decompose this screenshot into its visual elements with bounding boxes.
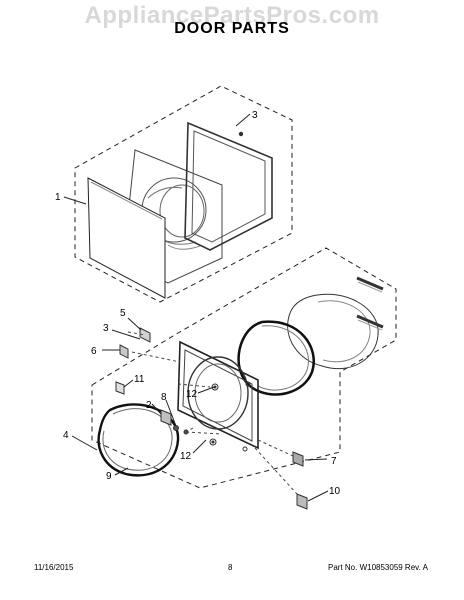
callout-5: 5 bbox=[120, 308, 126, 319]
footer-date: 11/16/2015 bbox=[34, 563, 74, 572]
rear-door-frame bbox=[184, 121, 273, 251]
strike-7 bbox=[292, 451, 304, 467]
callout-8: 8 bbox=[161, 392, 167, 403]
bracket-10 bbox=[296, 493, 308, 510]
inner-door-frame bbox=[177, 340, 259, 452]
callout-9: 9 bbox=[106, 471, 112, 482]
callout-12-lower: 12 bbox=[180, 451, 192, 462]
callout-1: 1 bbox=[55, 192, 61, 203]
callout-12-upper: 12 bbox=[186, 389, 198, 400]
footer-page-number: 8 bbox=[228, 563, 233, 572]
callout-7: 7 bbox=[331, 456, 337, 467]
hinge-clip-6 bbox=[119, 344, 129, 359]
hardware-guide-lines bbox=[127, 331, 298, 495]
watermark: AppliancePartsPros.com bbox=[84, 2, 380, 29]
leader-lines bbox=[63, 113, 329, 502]
bumper-11 bbox=[115, 381, 125, 395]
callout-11: 11 bbox=[134, 374, 145, 385]
screw-8 bbox=[173, 425, 179, 431]
right-slots bbox=[356, 276, 384, 331]
callout-6: 6 bbox=[91, 346, 97, 357]
outer-door-panel bbox=[87, 177, 166, 299]
callout-10: 10 bbox=[329, 486, 341, 497]
callout-2: 2 bbox=[146, 400, 152, 411]
callout-3-lower: 3 bbox=[103, 323, 109, 334]
upper-assembly-outline bbox=[74, 85, 293, 303]
glass-gasket bbox=[237, 320, 315, 396]
page-title: DOOR PARTS bbox=[174, 20, 290, 37]
footer-part-number: Part No. W10853059 Rev. A bbox=[328, 563, 428, 572]
hinge-clip-5 bbox=[139, 327, 151, 343]
lower-assembly-outline bbox=[91, 247, 397, 489]
callout-4: 4 bbox=[63, 430, 69, 441]
callout-3-upper: 3 bbox=[252, 110, 258, 121]
door-glass bbox=[287, 293, 379, 370]
latch-2 bbox=[160, 409, 172, 426]
